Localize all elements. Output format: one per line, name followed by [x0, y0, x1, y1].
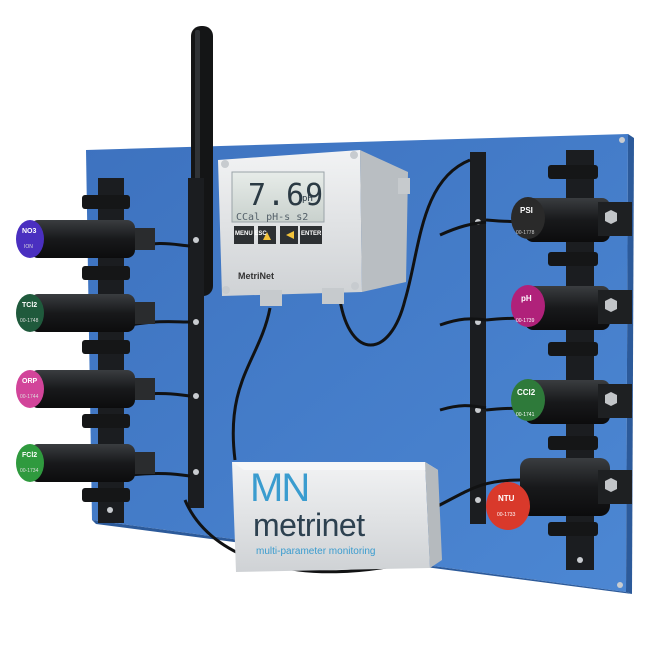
left-sensor-code: ION — [24, 244, 33, 250]
enter-label: ENTER — [301, 231, 322, 237]
logger-wordmark: metrinet — [253, 507, 365, 543]
left-sensor-stack — [16, 195, 155, 502]
right-rail — [470, 152, 486, 524]
right-sensor-code: 00-1733 — [497, 512, 516, 518]
right-sensor-stack — [486, 165, 632, 536]
right-sensor-code: 00-1778 — [516, 230, 535, 236]
controller-enclosure — [218, 150, 410, 306]
menu-esc-key — [234, 226, 254, 244]
logger-logo: MN — [250, 466, 310, 510]
lcd-status-line: CCal pH-s s2 — [236, 212, 309, 223]
left-sensor-label: NO3 — [22, 228, 37, 235]
right-sensor-label: CCl2 — [517, 388, 536, 397]
lcd-screen — [231, 171, 325, 223]
enter-key — [300, 226, 322, 244]
left-sensor-code: 00-1734 — [20, 468, 39, 474]
left-sensor-label: FCl2 — [22, 452, 38, 459]
logger-tagline: multi-parameter monitoring — [256, 546, 376, 557]
left-sensor-code: 00-1744 — [20, 394, 39, 400]
right-sensor-label: NTU — [498, 494, 515, 503]
right-sensor-code: 00-1739 — [516, 318, 535, 324]
data-logger-box — [232, 462, 442, 572]
left-rail — [188, 178, 204, 508]
left-sensor-label: ORP — [22, 378, 38, 385]
menu-esc-label: MENU ESC — [235, 231, 267, 237]
left-sensor-label: TCl2 — [22, 302, 38, 309]
lcd-unit: pH — [302, 194, 313, 204]
controller-brand: MetriNet — [238, 271, 275, 281]
right-sensor-label: PSI — [520, 206, 533, 215]
right-sensor-label: pH — [521, 294, 532, 303]
right-sensor-code: 00-1741 — [516, 412, 535, 418]
left-sensor-code: 00-1748 — [20, 318, 39, 324]
lcd-reading: 7.69 — [248, 178, 325, 213]
